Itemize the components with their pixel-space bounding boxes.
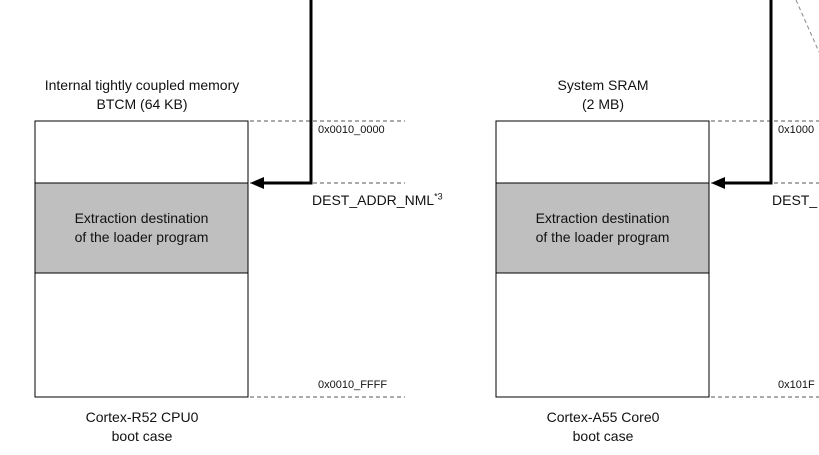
left-memory-bottom	[34, 272, 249, 398]
left-dest-arrow-line	[262, 0, 313, 185]
left-caption-line1: Cortex-R52 CPU0	[85, 409, 199, 425]
left-addr-bottom: 0x0010_FFFF	[318, 379, 388, 391]
left-caption: Cortex-R52 CPU0 boot case	[15, 408, 269, 446]
right-title: System SRAM (2 MB)	[476, 76, 730, 114]
left-dest-arrowhead	[250, 177, 264, 189]
right-caption-line1: Cortex-A55 Core0	[546, 409, 660, 425]
right-title-line2: (2 MB)	[582, 96, 624, 112]
right-region-line2: of the loader program	[535, 229, 670, 245]
right-caption: Cortex-A55 Core0 boot case	[476, 408, 730, 446]
left-title-line1: Internal tightly coupled memory	[44, 77, 240, 93]
left-loader-region	[34, 182, 249, 274]
right-title-line1: System SRAM	[557, 77, 649, 93]
right-dest-arrowhead	[711, 177, 725, 189]
left-addr-top: 0x0010_0000	[318, 124, 385, 136]
right-dest-arrow-line	[723, 0, 773, 185]
right-region-line1: Extraction destination	[535, 210, 670, 226]
left-region-line2: of the loader program	[74, 229, 209, 245]
right-caption-line2: boot case	[572, 428, 634, 444]
left-caption-line2: boot case	[111, 428, 173, 444]
dest-addr-text: DEST_ADDR_NML	[312, 192, 435, 208]
right-memory-bottom	[495, 272, 710, 398]
dest-addr-label-right: DEST_	[772, 192, 818, 208]
diagonal-dashed-line	[795, 0, 819, 53]
right-memory-top	[495, 120, 710, 184]
left-title-line2: BTCM (64 KB)	[96, 96, 188, 112]
left-memory-top	[34, 120, 249, 184]
right-loader-region	[495, 182, 710, 274]
right-addr-bottom: 0x101F	[778, 379, 815, 391]
left-region-line1: Extraction destination	[74, 210, 209, 226]
dest-addr-note: *3	[434, 191, 443, 202]
right-region-label: Extraction destination of the loader pro…	[496, 209, 709, 247]
right-addr-top: 0x1000	[778, 124, 815, 136]
left-title: Internal tightly coupled memory BTCM (64…	[15, 76, 269, 114]
dest-addr-label: DEST_ADDR_NML*3	[312, 192, 443, 208]
left-region-label: Extraction destination of the loader pro…	[35, 209, 248, 247]
